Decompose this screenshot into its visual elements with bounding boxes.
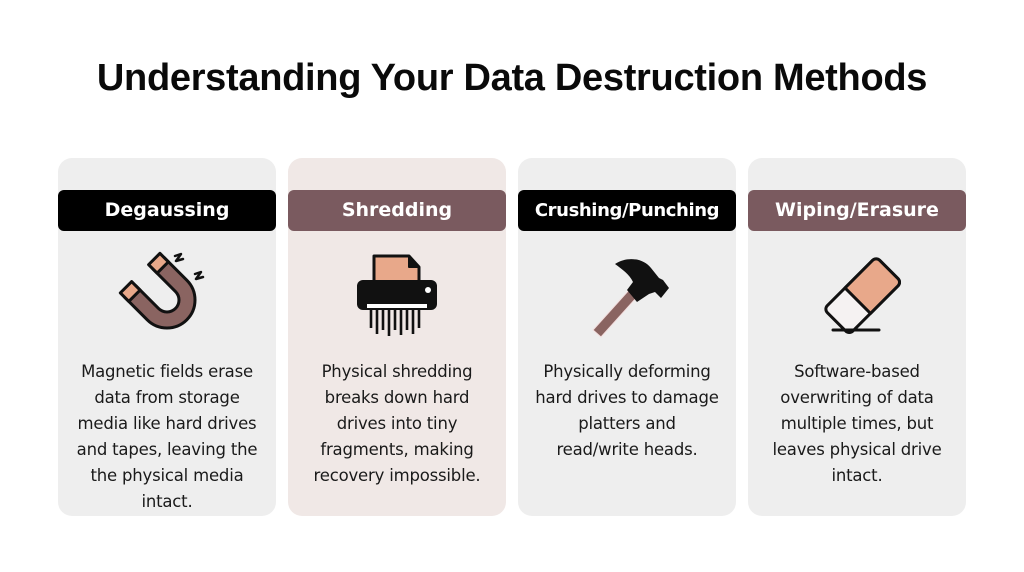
method-description: Physical shredding breaks down hard driv…: [294, 359, 500, 489]
method-card-wiping: Wiping/Erasure Software-based overwritin…: [748, 158, 966, 516]
description-line: multiple times, but: [780, 414, 934, 433]
description-line: platters and: [578, 414, 676, 433]
description-line: and tapes, leaving the: [76, 440, 258, 459]
method-header: Shredding: [288, 190, 506, 231]
description-line: breaks down hard: [324, 388, 470, 407]
page-title: Understanding Your Data Destruction Meth…: [96, 57, 928, 99]
description-line: intact.: [141, 492, 193, 511]
description-line: hard drives to damage: [535, 388, 719, 407]
description-line: drives into tiny: [336, 414, 458, 433]
description-line: Software-based: [794, 362, 920, 381]
magnet-icon: [117, 250, 217, 340]
method-description: Physically deforming hard drives to dama…: [524, 359, 730, 463]
method-description: Magnetic fields erase data from storage …: [64, 359, 270, 515]
description-line: read/write heads.: [556, 440, 698, 459]
description-line: Physical shredding: [321, 362, 473, 381]
method-header: Degaussing: [58, 190, 276, 231]
method-card-crushing: Crushing/Punching Physically deforming h…: [518, 158, 736, 516]
description-line: intact.: [831, 466, 883, 485]
description-line: leaves physical drive: [772, 440, 942, 459]
description-line: fragments, making: [320, 440, 474, 459]
description-line: Magnetic fields erase: [81, 362, 253, 381]
description-line: recovery impossible.: [313, 466, 481, 485]
method-description: Software-based overwriting of data multi…: [754, 359, 960, 489]
hammer-icon: [577, 250, 677, 340]
method-header: Wiping/Erasure: [748, 190, 966, 231]
method-card-shredding: Shredding Physical shreddi: [288, 158, 506, 516]
description-line: overwriting of data: [780, 388, 934, 407]
eraser-icon: [807, 250, 907, 340]
description-line: Physically deforming: [543, 362, 711, 381]
description-line: the physical media: [90, 466, 244, 485]
shredder-icon: [347, 250, 447, 340]
description-line: data from storage: [94, 388, 240, 407]
description-line: media like hard drives: [77, 414, 257, 433]
method-card-degaussing: Degaussing Magnetic fields erase data fr…: [58, 158, 276, 516]
method-header: Crushing/Punching: [518, 190, 736, 231]
